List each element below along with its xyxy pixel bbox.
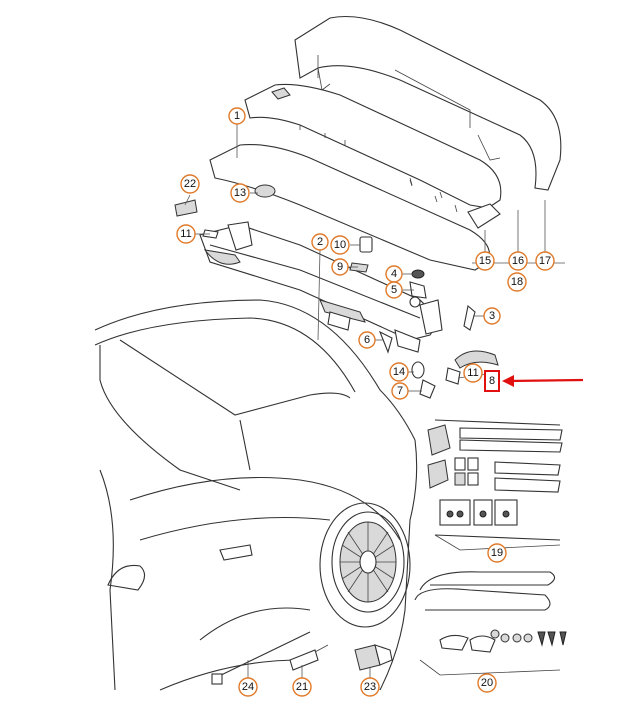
- callout-9: 9: [331, 258, 349, 276]
- svg-text:1: 1: [234, 110, 240, 122]
- svg-text:8: 8: [489, 375, 495, 387]
- callout-10: 10: [330, 235, 350, 255]
- svg-text:10: 10: [334, 239, 346, 251]
- svg-text:9: 9: [337, 261, 343, 273]
- bottom-parts: [211, 631, 393, 685]
- callout-14: 14: [389, 362, 409, 382]
- callout-11-right: 11: [463, 363, 483, 383]
- car-body: [94, 299, 418, 691]
- callout-17: 17: [535, 251, 555, 271]
- svg-text:13: 13: [234, 187, 246, 199]
- svg-text:4: 4: [391, 268, 397, 280]
- svg-text:14: 14: [393, 366, 405, 378]
- svg-text:16: 16: [512, 255, 524, 267]
- svg-text:23: 23: [364, 681, 376, 693]
- callout-1: 1: [228, 107, 246, 125]
- svg-text:2: 2: [317, 236, 323, 248]
- svg-text:6: 6: [364, 334, 370, 346]
- svg-text:11: 11: [180, 228, 191, 240]
- spoiler-frame: [199, 221, 443, 353]
- callout-7: 7: [391, 382, 409, 400]
- callout-24: 24: [238, 677, 258, 697]
- spoiler-lower: [209, 144, 501, 271]
- hardware: [174, 184, 499, 399]
- spoiler-top: [294, 15, 562, 191]
- callout-6: 6: [358, 331, 376, 349]
- callout-21: 21: [292, 677, 312, 697]
- highlight-part-8: 8: [484, 370, 584, 392]
- callout-3: 3: [483, 307, 501, 325]
- svg-text:18: 18: [511, 276, 523, 288]
- callout-20: 20: [477, 673, 497, 693]
- group-19-set: [427, 419, 563, 551]
- svg-text:20: 20: [481, 677, 493, 689]
- callout-4: 4: [385, 265, 403, 283]
- svg-text:3: 3: [489, 310, 495, 322]
- callout-16: 16: [508, 251, 528, 271]
- svg-text:19: 19: [491, 547, 503, 559]
- svg-text:7: 7: [397, 385, 403, 397]
- rear-wheel: [319, 502, 411, 628]
- svg-text:11: 11: [467, 367, 478, 379]
- group-20-set: [414, 571, 567, 676]
- svg-text:17: 17: [539, 255, 551, 267]
- callout-5: 5: [385, 281, 403, 299]
- svg-text:5: 5: [391, 284, 397, 296]
- callout-15: 15: [475, 251, 495, 271]
- callout-13: 13: [230, 183, 250, 203]
- svg-text:22: 22: [184, 178, 196, 190]
- callout-11-left: 11: [176, 224, 196, 244]
- callout-22: 22: [180, 174, 200, 194]
- svg-text:24: 24: [242, 681, 254, 693]
- callout-2: 2: [311, 233, 329, 251]
- svg-text:21: 21: [296, 681, 308, 693]
- callout-23: 23: [360, 677, 380, 697]
- callouts: 1 2 3 4 5 6 7 9 10 11 11 13 14 15 16 17 …: [176, 107, 555, 697]
- callout-19: 19: [487, 543, 507, 563]
- callout-18: 18: [507, 272, 527, 292]
- svg-text:15: 15: [479, 255, 491, 267]
